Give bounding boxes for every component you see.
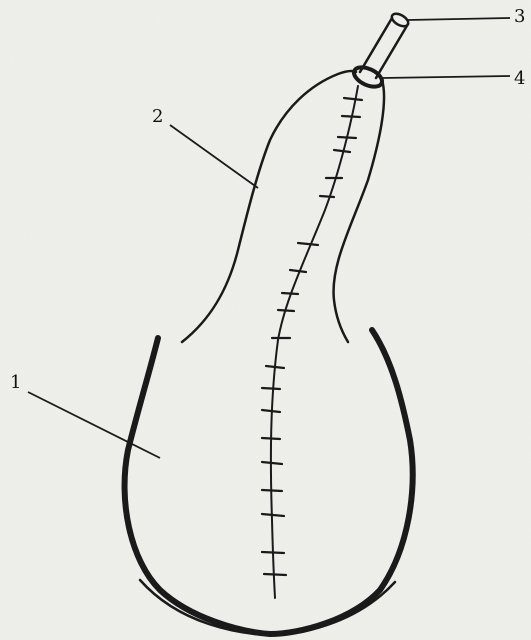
label-part-4: 4 [514, 68, 525, 89]
label-part-2: 2 [152, 106, 163, 127]
label-part-1: 1 [10, 372, 21, 393]
label-part-3: 3 [514, 6, 525, 27]
